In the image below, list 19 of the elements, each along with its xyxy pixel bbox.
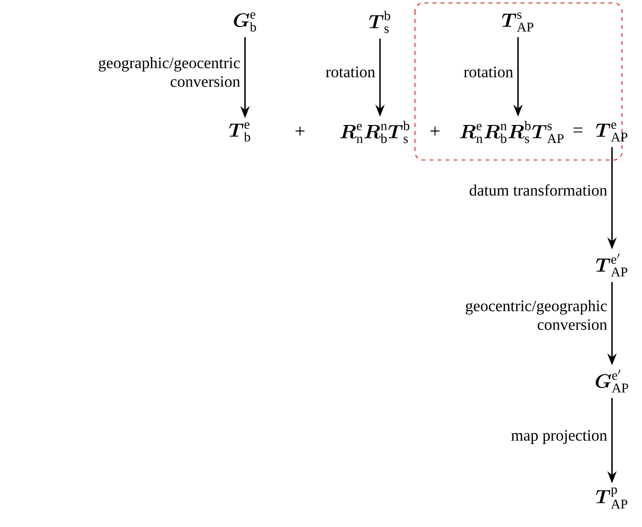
- formula: $\boldsymbol{T}^{\mathrm{p}}_{\mathrm{AP}}$: [596, 487, 628, 508]
- formula: $\boldsymbol{R}^{\mathrm{e}}_{\mathrm{n}}\boldsymbol{R}^{\mathrm{n}}_{\mathrm{b}}\boldsymbol{T}^{\mathrm{b}}_{\mathrm{s}}$: [340, 120, 410, 144]
- edge-label: rotation: [464, 66, 514, 78]
- formula: $\boldsymbol{T}^{\mathrm{e'}}_{\mathrm{AP}}$: [596, 254, 628, 276]
- operator: =: [574, 128, 582, 132]
- formula: $\boldsymbol{T}^{\mathrm{e}}_{\mathrm{AP}}$: [596, 122, 628, 142]
- formula: $\boldsymbol{G}^{\mathrm{e'}}_{\mathrm{AP}}$: [596, 370, 628, 392]
- edge-label: rotation: [326, 66, 376, 78]
- operator: +: [296, 126, 304, 136]
- edge-label: geocentric/geographic conversion: [466, 300, 608, 330]
- operator: +: [430, 126, 440, 136]
- edge-label: geographic/geocentric conversion: [98, 57, 240, 87]
- formula: $\boldsymbol{G}^{\mathrm{e}}_{\mathrm{b}}$: [234, 12, 256, 32]
- formula: $\boldsymbol{T}^{\mathrm{b}}_{\mathrm{s}}$: [369, 10, 390, 34]
- formula: $\boldsymbol{T}^{\mathrm{s}}_{\mathrm{AP}}$: [502, 12, 534, 32]
- formula: $\boldsymbol{T}^{\mathrm{e}}_{\mathrm{b}}$: [229, 122, 250, 142]
- edge-label: map projection: [511, 430, 608, 444]
- formula: $\boldsymbol{R}^{\mathrm{e}}_{\mathrm{n}}\boldsymbol{R}^{\mathrm{n}}_{\mathrm{b}}\boldsymbol{R}^{\mathrm{b}}_{\mathrm{s}}\boldsymbol{T}^{\mathrm{s}}_{\mathrm{AP}}$: [460, 120, 564, 144]
- edge-label: datum transformation: [470, 184, 608, 196]
